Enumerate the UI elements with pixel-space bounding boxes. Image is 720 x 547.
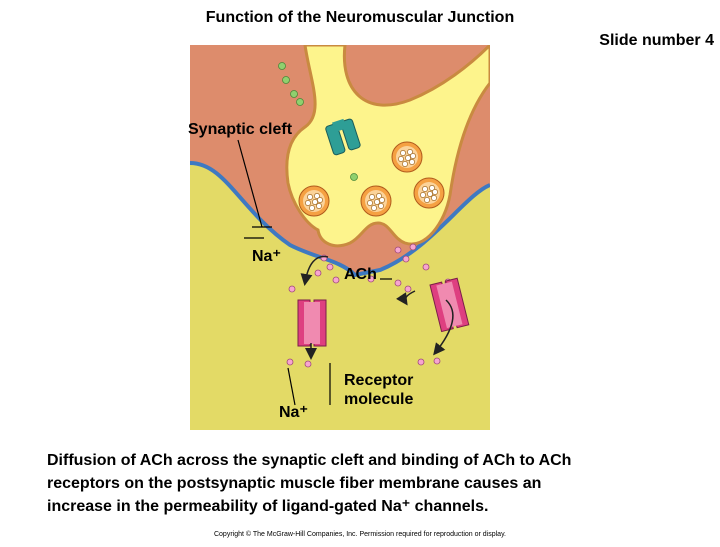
caption-line-1: Diffusion of ACh across the synaptic cle…	[47, 452, 572, 469]
label-receptor-line1: Receptor	[344, 372, 414, 389]
junction-illustration	[189, 41, 492, 430]
postsynaptic-membrane	[189, 161, 491, 278]
muscle-fiber	[190, 163, 490, 430]
label-sodium-bottom: Na⁺	[279, 404, 308, 421]
neuromuscular-junction-diagram: Synaptic cleft Na⁺ ACh Na⁺ Receptor mole…	[180, 41, 492, 430]
flow-arrows	[300, 255, 454, 360]
ach-molecules	[286, 243, 452, 368]
ach-receptor-left	[297, 299, 327, 347]
label-receptor-line2: molecule	[344, 391, 414, 408]
label-leaders	[237, 139, 392, 406]
label-sodium-top: Na⁺	[252, 248, 281, 265]
copyright-notice: Copyright © The McGraw-Hill Companies, I…	[213, 531, 506, 538]
calcium-ions	[278, 62, 358, 181]
label-synaptic-cleft: Synaptic cleft	[188, 121, 293, 138]
caption: Diffusion of ACh across the synaptic cle…	[47, 449, 687, 518]
slide-number: Slide number 4	[599, 32, 714, 49]
caption-line-2: receptors on the postsynaptic muscle fib…	[47, 475, 542, 492]
label-ach: ACh	[344, 266, 377, 283]
caption-line-3: increase in the permeability of ligand-g…	[47, 498, 489, 515]
page-title: Function of the Neuromuscular Junction	[205, 9, 515, 26]
label-receptor-molecule: Receptor molecule	[344, 371, 413, 409]
calcium-channel	[325, 118, 361, 156]
